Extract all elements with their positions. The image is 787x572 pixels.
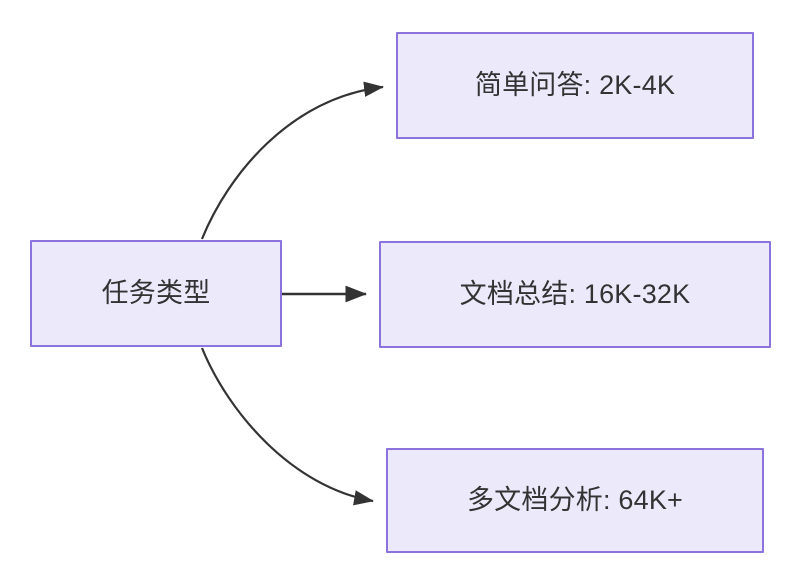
node-doc-summary[interactable]: 文档总结: 16K-32K xyxy=(379,241,771,348)
edge-task-type-to-multi-doc-analysis xyxy=(200,347,374,506)
node-multi-doc-analysis[interactable]: 多文档分析: 64K+ xyxy=(386,448,764,553)
edge-task-type-to-simple-qa xyxy=(200,81,384,240)
node-task-type[interactable]: 任务类型 xyxy=(30,240,282,347)
node-simple-qa-label: 简单问答: 2K-4K xyxy=(474,69,676,100)
node-multi-doc-analysis-label: 多文档分析: 64K+ xyxy=(466,484,683,515)
node-task-type-label: 任务类型 xyxy=(101,277,211,308)
node-doc-summary-label: 文档总结: 16K-32K xyxy=(459,278,691,309)
node-simple-qa[interactable]: 简单问答: 2K-4K xyxy=(396,32,754,139)
